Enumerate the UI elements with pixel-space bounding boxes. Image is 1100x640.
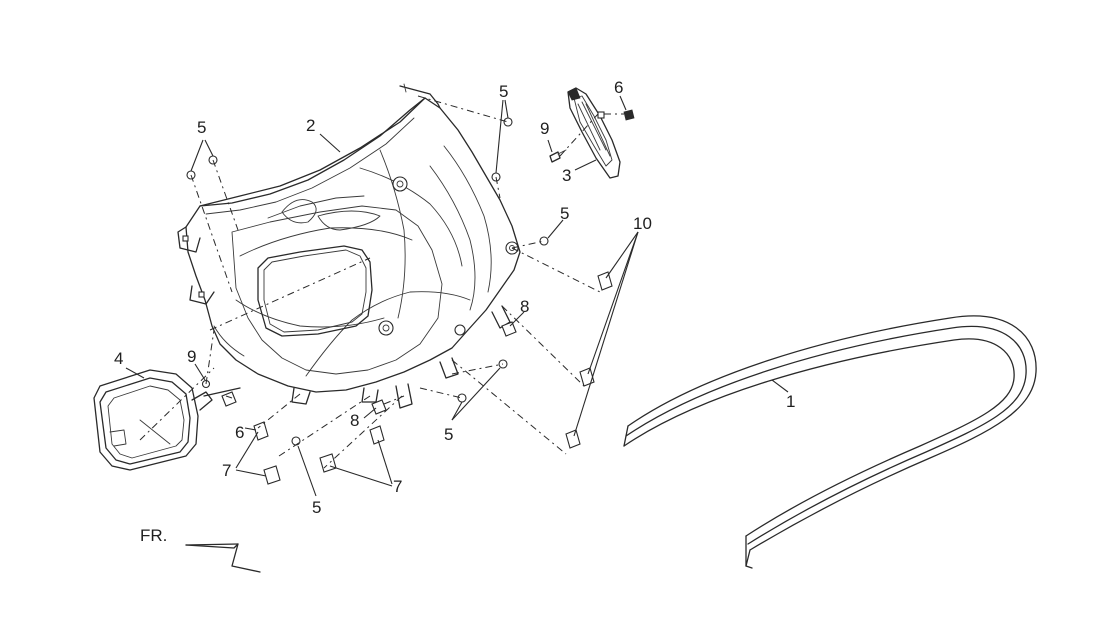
callout-8-right: 8	[520, 297, 529, 316]
callout-10: 10	[633, 214, 652, 233]
front-direction-marker: FR.	[140, 526, 261, 573]
callout-6-top: 6	[614, 78, 623, 97]
callout-6-left: 6	[235, 423, 244, 442]
callout-1: 1	[786, 392, 795, 411]
assembly-lines	[139, 95, 624, 469]
callout-4: 4	[114, 349, 123, 368]
callout-9-left: 9	[187, 347, 196, 366]
callout-labels: 1 2 3 4 5 5 5 5 5 6 6 7 7 8 8 9 9 10	[114, 78, 795, 517]
callout-7-right: 7	[393, 477, 402, 496]
callout-5-top-right: 5	[499, 82, 508, 101]
side-grille-part-3	[567, 87, 621, 179]
callout-5-right: 5	[560, 204, 569, 223]
front-label: FR.	[140, 526, 167, 545]
front-arrow	[185, 543, 261, 573]
callout-5-bottom: 5	[312, 498, 321, 517]
inner-panel-part-2	[177, 83, 521, 409]
callout-8-left: 8	[350, 411, 359, 430]
leader-lines	[125, 95, 789, 497]
callout-5-bottom-mid: 5	[444, 425, 453, 444]
callout-9-top: 9	[540, 119, 549, 138]
weatherstrip-part-1	[623, 315, 1037, 569]
callout-3: 3	[562, 166, 571, 185]
lens-frame-part-4	[93, 369, 241, 471]
callout-7-left: 7	[222, 461, 231, 480]
callout-5-top-left: 5	[197, 118, 206, 137]
callout-2: 2	[306, 116, 315, 135]
